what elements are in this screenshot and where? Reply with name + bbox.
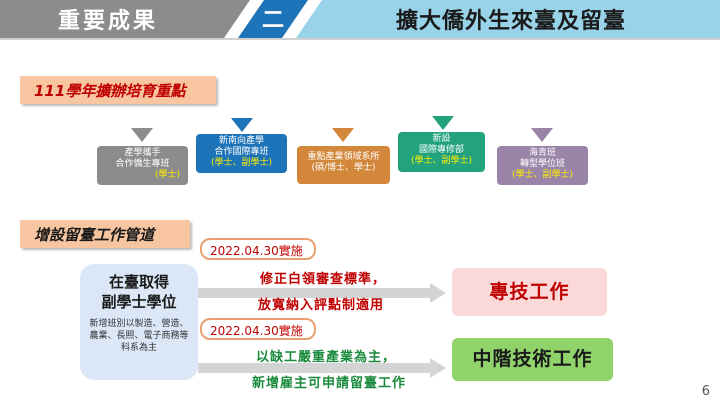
section-label-work-channels: 增設留臺工作管道 (20, 220, 190, 248)
section-label-training: 111學年擴辦培育重點 (20, 76, 216, 104)
arrow-down-icon (531, 128, 553, 142)
arrow-down-icon (231, 118, 253, 132)
row2-text-line2: 新增雇主可申請留臺工作 (252, 376, 407, 391)
category-line2: 轉型學位班 (519, 159, 565, 169)
date-badge-1: 2022.04.30實施 (200, 238, 316, 260)
box-description: 新增班別以製造、營造、農業、長照、電子商務等科系為主 (89, 319, 189, 353)
category-degree: (學士) (154, 170, 180, 180)
category-card-new-southbound: 新南向產學 合作國際專班 (學士、副學士) (196, 134, 287, 173)
row2-arrow-shaft (198, 363, 430, 373)
row1-text-line1: 修正白領審查標準， (260, 272, 387, 287)
category-card-youth-class: 海青班 轉型學位班 (學士、副學士) (497, 146, 588, 185)
row1-text-line2: 放寬納入評點制適用 (258, 298, 385, 313)
page-number: 6 (701, 384, 710, 399)
category-card-industry-academia: 產學攜手 合作僑生專班 (學士) (97, 146, 188, 185)
category-line2: (碩/博士、學士) (311, 163, 376, 173)
category-degree: (學士、副學士) (410, 156, 473, 166)
arrow-down-icon (332, 128, 354, 142)
row1-arrow-shaft (198, 288, 430, 298)
header-right-title: 擴大僑外生來臺及留臺 (396, 9, 627, 34)
category-degree: (學士、副學士) (511, 170, 574, 180)
category-card-intl-college: 新設 國際專修部 (學士、副學士) (398, 132, 485, 172)
section-number-text: 二 (262, 8, 285, 33)
box-title-line1: 在臺取得 (108, 273, 169, 291)
category-line1: 重點產業領域系所 (307, 152, 380, 162)
category-line1: 產學攜手 (124, 148, 161, 158)
header-left-banner: 重要成果 (0, 0, 250, 38)
arrow-down-icon (131, 128, 153, 142)
category-line1: 新南向產學 (218, 136, 264, 146)
arrow-right-icon (430, 283, 446, 303)
section-label-prefix: 111 (34, 82, 66, 100)
category-degree: (學士、副學士) (210, 158, 273, 168)
date-badge-2: 2022.04.30實施 (200, 318, 316, 340)
category-line1: 海青班 (528, 148, 556, 158)
header-left-title: 重要成果 (58, 9, 159, 34)
row2-text-line1: 以缺工嚴重產業為主， (256, 350, 397, 365)
category-line2: 國際專修部 (418, 145, 464, 155)
arrow-right-icon (430, 358, 446, 378)
arrow-down-icon (432, 116, 454, 130)
category-line2: 合作僑生專班 (115, 159, 170, 169)
category-line1: 新設 (432, 134, 451, 144)
box-title-line2: 副學士學位 (101, 293, 177, 311)
category-line2: 合作國際專班 (214, 147, 269, 157)
associate-degree-box: 在臺取得 副學士學位 新增班別以製造、營造、農業、長照、電子商務等科系為主 (80, 264, 198, 380)
result-box-professional-work: 專技工作 (452, 268, 607, 316)
category-card-key-industries: 重點產業領域系所 (碩/博士、學士) (297, 146, 390, 184)
header-divider (0, 38, 720, 40)
header-right-banner: 擴大僑外生來臺及留臺 (296, 0, 720, 38)
header-section-number: 二 (238, 0, 308, 38)
result-box-mid-level-work: 中階技術工作 (452, 338, 613, 381)
section-label-rest: 學年擴辦培育重點 (65, 82, 186, 100)
